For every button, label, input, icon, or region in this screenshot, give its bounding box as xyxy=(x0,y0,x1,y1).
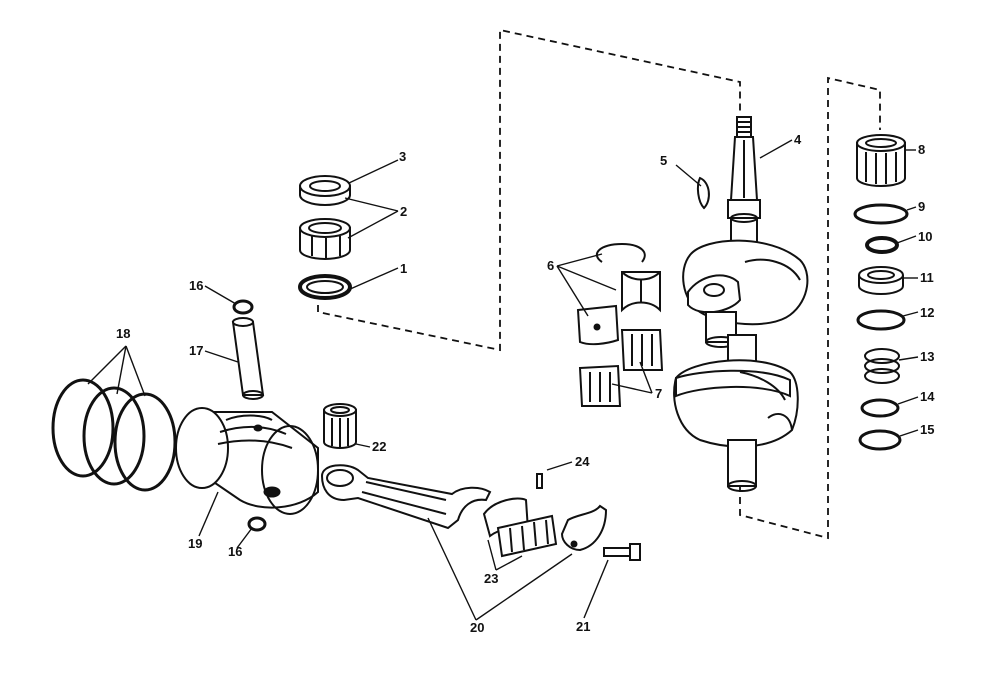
callout-24: 24 xyxy=(575,454,590,469)
callout-10: 10 xyxy=(918,229,933,244)
seal-part-3 xyxy=(299,175,351,206)
callout-11: 11 xyxy=(920,270,934,285)
needle-bearing-part-2 xyxy=(299,218,351,260)
key-part-5 xyxy=(696,176,710,210)
callout-20: 20 xyxy=(470,620,485,635)
rings-part-13 xyxy=(864,348,900,384)
washer-part-12 xyxy=(856,309,906,331)
leader-lines xyxy=(87,139,919,621)
callout-15: 15 xyxy=(920,422,935,437)
callout-9: 9 xyxy=(918,199,926,214)
callout-17: 17 xyxy=(189,343,204,358)
seal-part-11 xyxy=(858,266,904,295)
callout-3: 3 xyxy=(399,149,407,164)
piston-rings-part-18 xyxy=(51,378,177,492)
bearing-halves-part-23 xyxy=(482,497,558,558)
o-ring-part-10 xyxy=(865,236,899,254)
callout-5: 5 xyxy=(660,153,668,168)
callout-19: 19 xyxy=(188,536,203,551)
callout-23: 23 xyxy=(484,571,499,586)
callout-13: 13 xyxy=(920,349,935,364)
piston-part-19 xyxy=(175,407,319,515)
ring-part-14 xyxy=(860,398,900,418)
callout-7: 7 xyxy=(655,386,663,401)
connecting-rod-part-20 xyxy=(320,464,608,552)
callout-14: 14 xyxy=(920,389,935,404)
callout-18: 18 xyxy=(116,326,131,341)
callout-4: 4 xyxy=(794,132,802,147)
callout-12: 12 xyxy=(920,305,935,320)
callout-21: 21 xyxy=(576,619,591,634)
retainer-part-16-bottom xyxy=(247,516,267,532)
needle-bearing-part-22 xyxy=(323,403,357,449)
cap-screw-part-21 xyxy=(603,543,641,561)
piston-pin-part-17 xyxy=(231,317,265,400)
assembly-guide-right xyxy=(739,76,881,540)
retaining-ring-part-6 xyxy=(595,242,646,263)
callout-1: 1 xyxy=(400,261,408,276)
dowel-pin-part-24 xyxy=(536,473,543,489)
ring-part-15 xyxy=(858,429,902,451)
roller-bearing-part-8 xyxy=(856,134,906,187)
callout-16-top: 16 xyxy=(189,278,204,293)
assembly-guide-upper xyxy=(317,28,741,352)
crankshaft-part-4 xyxy=(673,116,809,492)
callout-16-bottom: 16 xyxy=(228,544,243,559)
callout-22: 22 xyxy=(372,439,387,454)
callout-8: 8 xyxy=(918,142,926,157)
o-ring-part-1 xyxy=(298,274,352,300)
ring-part-9 xyxy=(853,203,909,225)
callout-6: 6 xyxy=(547,258,555,273)
needle-cage-part-7 xyxy=(578,329,664,407)
callout-2: 2 xyxy=(400,204,408,219)
retainer-part-16-top xyxy=(232,299,254,315)
